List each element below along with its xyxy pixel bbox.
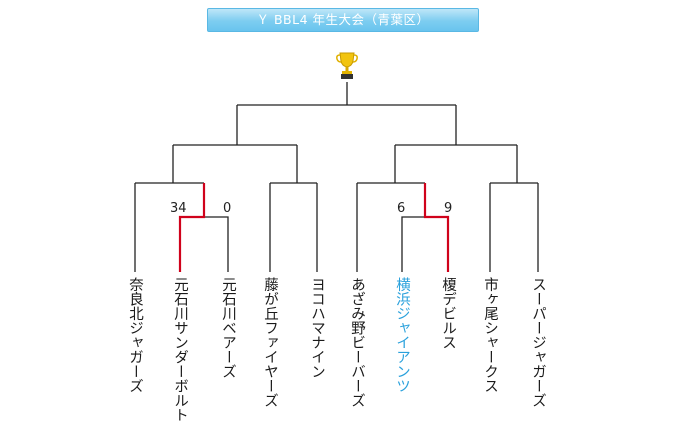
score-match1-a: 34 xyxy=(170,201,187,216)
team-motoishikawa-thunderbolt: 元石川サンダーボルト xyxy=(172,277,188,422)
team-fujigaoka-fires: 藤が丘ファイヤーズ xyxy=(262,277,278,408)
bracket-lines xyxy=(134,82,539,272)
match1-winner-path xyxy=(178,183,206,272)
score-match2-a: 6 xyxy=(397,201,406,216)
score-match2-b: 9 xyxy=(444,201,453,216)
team-yokohama-nine: ヨコハマナイン xyxy=(309,277,325,379)
match1-loser-stem xyxy=(204,216,229,272)
team-ichigao-sharks: 市ヶ尾シャークス xyxy=(482,277,498,393)
winner-lines xyxy=(178,183,450,272)
match2-winner-path xyxy=(423,183,450,272)
team-enoki-devils: 榎デビルス xyxy=(440,277,456,350)
trophy-icon xyxy=(336,52,358,79)
match2-loser-stem xyxy=(401,216,425,272)
team-super-jaguars: スーパージャガーズ xyxy=(530,277,546,408)
team-nara-kita-jaguars: 奈良北ジャガーズ xyxy=(127,277,143,393)
team-yokohama-giants: 横浜ジャイアンツ xyxy=(394,277,410,393)
page-title: Ｙ BBL4 年生大会（青葉区） xyxy=(207,8,479,32)
team-motoishikawa-bears: 元石川ベアーズ xyxy=(220,277,236,379)
score-match1-b: 0 xyxy=(223,201,232,216)
team-azamino-beavers: あざみ野ビーバーズ xyxy=(349,277,365,408)
